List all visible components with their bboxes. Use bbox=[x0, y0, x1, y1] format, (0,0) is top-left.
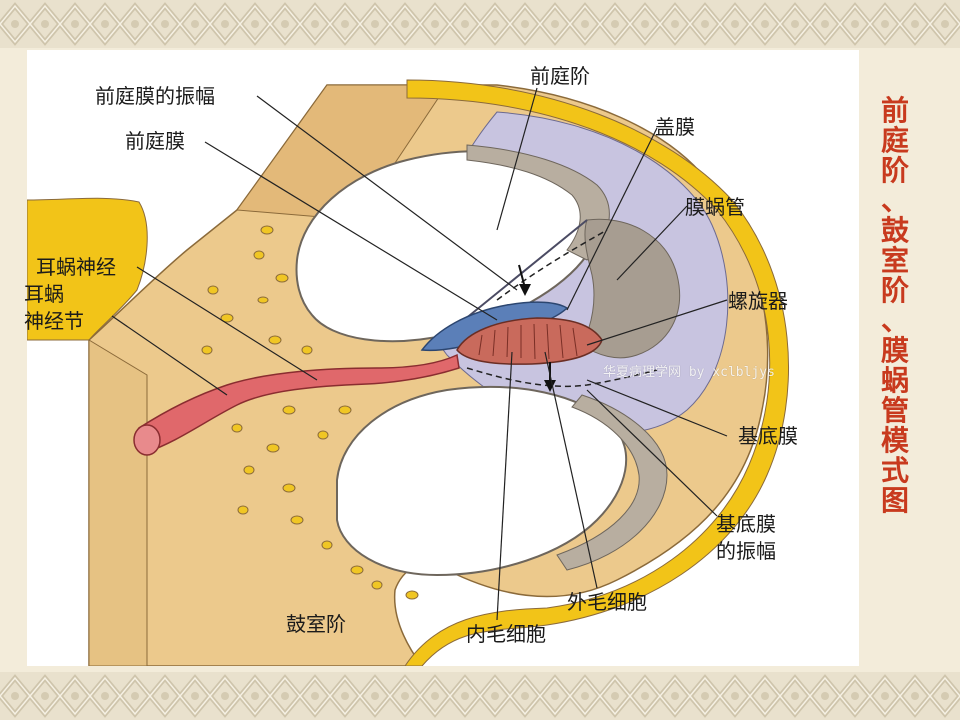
decorative-border-bottom bbox=[0, 672, 960, 720]
modiolus-yellow bbox=[27, 197, 148, 341]
vertical-title-char: 、 bbox=[880, 304, 909, 337]
label-spiral-ganglion-line1: 耳蜗 bbox=[24, 282, 64, 306]
vertical-title-char: 模 bbox=[880, 424, 909, 457]
nerve-cut-end bbox=[133, 424, 161, 456]
vertical-title-char: 前 bbox=[880, 94, 909, 127]
vertical-title-char: 室 bbox=[880, 244, 909, 277]
cochlear-nerve-shape bbox=[138, 353, 460, 453]
label-spiral-ganglion-line2: 神经节 bbox=[24, 309, 84, 333]
label-basilar-membrane-amplitude-line2: 的振幅 bbox=[716, 539, 776, 563]
vertical-title-char: 、 bbox=[880, 184, 909, 217]
scala-tympani-chamber bbox=[336, 385, 628, 577]
vertical-title-char: 膜 bbox=[880, 334, 909, 367]
cochlea-cross-section bbox=[27, 79, 790, 666]
bone-front-face bbox=[88, 339, 148, 666]
cochlea-diagram bbox=[27, 50, 859, 666]
vertical-title-char: 阶 bbox=[880, 274, 909, 307]
label-scala-vestibuli: 前庭阶 bbox=[530, 64, 590, 88]
label-vestibular-membrane: 前庭膜 bbox=[125, 129, 185, 153]
label-outer-hair-cells: 外毛细胞 bbox=[567, 590, 647, 614]
label-cochlear-duct: 膜蜗管 bbox=[685, 195, 745, 219]
outer-bone-rim bbox=[404, 79, 790, 666]
bone-particles bbox=[201, 225, 419, 600]
vestibular-amplitude-arrowhead bbox=[519, 284, 531, 296]
decorative-border-top bbox=[0, 0, 960, 48]
vertical-title-char: 庭 bbox=[880, 124, 909, 157]
vertical-title: 前庭阶、鼓室阶、膜蜗管模式图 bbox=[873, 96, 917, 516]
vertical-title-char: 式 bbox=[880, 454, 909, 487]
label-scala-tympani: 鼓室阶 bbox=[286, 612, 346, 636]
vertical-title-char: 管 bbox=[880, 394, 909, 427]
vertical-title-char: 蜗 bbox=[880, 364, 909, 397]
leader-lines bbox=[111, 87, 728, 621]
label-tectorial-membrane: 盖膜 bbox=[655, 115, 695, 139]
label-cochlear-nerve: 耳蜗神经 bbox=[36, 255, 116, 279]
label-vestibular-membrane-amplitude: 前庭膜的振幅 bbox=[95, 84, 215, 108]
scala-tympani-wall bbox=[556, 394, 668, 571]
basilar-membrane-amplitude-curve bbox=[466, 367, 658, 388]
vertical-title-char: 阶 bbox=[880, 154, 909, 187]
label-basilar-membrane-amplitude-line1: 基底膜 bbox=[716, 512, 776, 536]
vertical-title-char: 图 bbox=[880, 484, 909, 517]
vertical-title-char: 鼓 bbox=[880, 214, 909, 247]
basilar-amplitude-arrowhead bbox=[544, 380, 556, 392]
scala-vestibuli-wall bbox=[466, 144, 610, 261]
watermark: 华夏病理学网 by xclbljys bbox=[603, 365, 775, 380]
label-basilar-membrane: 基底膜 bbox=[738, 424, 798, 448]
hair-cells-texture bbox=[478, 323, 578, 360]
label-inner-hair-cells: 内毛细胞 bbox=[466, 622, 546, 646]
label-organ-of-corti: 螺旋器 bbox=[728, 289, 788, 313]
